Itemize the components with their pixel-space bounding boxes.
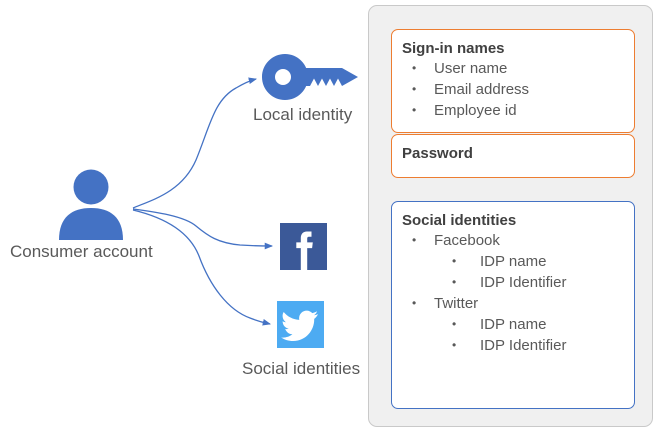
label-consumer-account: Consumer account (10, 242, 153, 261)
bullet-glyph: • (412, 296, 417, 310)
bullet-glyph: • (452, 275, 457, 289)
arrow-connectors (132, 77, 274, 326)
person-icon (59, 169, 123, 240)
list-item-label: IDP name (480, 316, 547, 333)
label-local-identity: Local identity (253, 105, 353, 124)
list-item: • Email address (392, 79, 634, 100)
bullet-glyph: • (412, 82, 417, 96)
list-item: • Facebook (392, 230, 634, 251)
box-title-sign-in-names: Sign-in names (402, 40, 505, 57)
box-title-social-identities: Social identities (402, 212, 517, 229)
list-item: • IDP name (392, 314, 634, 335)
label-social-identities: Social identities (242, 359, 361, 378)
bullet-glyph: • (412, 103, 417, 117)
bullet-glyph: • (452, 254, 457, 268)
list-item-label: IDP Identifier (480, 274, 567, 291)
facebook-icon (280, 223, 327, 270)
sign-in-names-list: • User name • Email address • Employee i… (392, 58, 634, 121)
social-identities-list: • Facebook • IDP name • IDP Identifier •… (392, 230, 634, 356)
box-title-password: Password (402, 145, 473, 162)
list-item: • IDP Identifier (392, 272, 634, 293)
detail-panel: Sign-in names • User name • Email addres… (368, 5, 653, 427)
bullet-glyph: • (452, 338, 457, 352)
bullet-glyph: • (452, 317, 457, 331)
list-item: • User name (392, 58, 634, 79)
bullet-glyph: • (412, 233, 417, 247)
list-item-label: User name (434, 60, 508, 77)
list-item-label: IDP name (480, 253, 547, 270)
list-item: • Employee id (392, 100, 634, 121)
twitter-icon (277, 301, 324, 348)
list-item: • IDP Identifier (392, 335, 634, 356)
list-item: • Twitter (392, 293, 634, 314)
list-item-label: Twitter (434, 295, 479, 312)
box-social-identities: Social identities • Facebook • IDP name … (391, 201, 635, 409)
box-password: Password (391, 134, 635, 178)
list-item-label: IDP Identifier (480, 337, 567, 354)
list-item-label: Employee id (434, 102, 517, 119)
bullet-glyph: • (412, 61, 417, 75)
box-sign-in-names: Sign-in names • User name • Email addres… (391, 29, 635, 133)
list-item: • IDP name (392, 251, 634, 272)
key-icon (262, 54, 358, 100)
list-item-label: Email address (434, 81, 530, 98)
list-item-label: Facebook (434, 232, 500, 249)
